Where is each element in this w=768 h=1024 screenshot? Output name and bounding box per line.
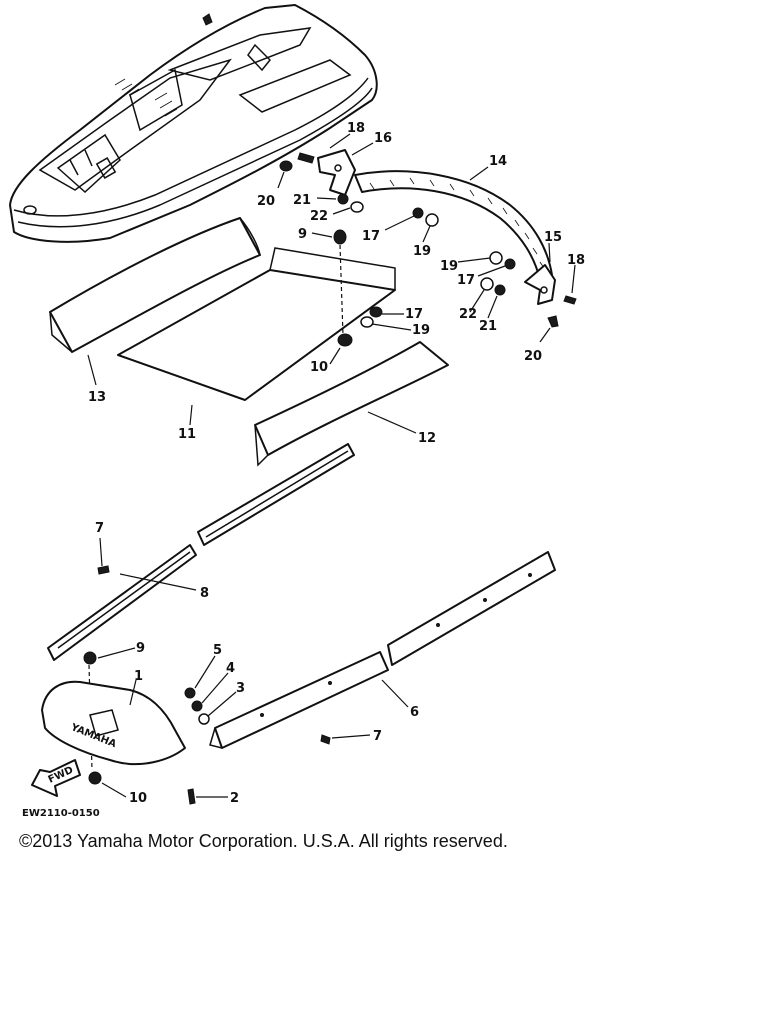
callout-20: 20 xyxy=(524,349,542,364)
callout-7: 7 xyxy=(95,521,104,536)
callout-1: 1 xyxy=(134,669,143,684)
callout-4: 4 xyxy=(226,661,235,676)
callout-8: 8 xyxy=(200,586,209,601)
callout-7: 7 xyxy=(373,729,382,744)
callout-10: 10 xyxy=(310,360,328,375)
callout-6: 6 xyxy=(410,705,419,720)
fastener-hardware xyxy=(279,152,577,347)
callout-17: 17 xyxy=(457,273,475,288)
callout-17: 17 xyxy=(362,229,380,244)
callout-15: 15 xyxy=(544,230,562,245)
callout-22: 22 xyxy=(459,307,477,322)
callout-2: 2 xyxy=(230,791,239,806)
callout-21: 21 xyxy=(479,319,497,334)
callout-13: 13 xyxy=(88,390,106,405)
callout-16: 16 xyxy=(374,131,392,146)
callout-21: 21 xyxy=(293,193,311,208)
callout-22: 22 xyxy=(310,209,328,224)
callout-9: 9 xyxy=(136,641,145,656)
drawing-code: EW2110-0150 xyxy=(22,808,100,819)
callout-10: 10 xyxy=(129,791,147,806)
callout-19: 19 xyxy=(440,259,458,274)
rub-rail-8 xyxy=(47,443,355,661)
deck-mat-11 xyxy=(117,247,396,401)
callout-12: 12 xyxy=(418,431,436,446)
callout-18: 18 xyxy=(347,121,365,136)
rub-rail-6 xyxy=(209,551,556,749)
leader-lines xyxy=(87,133,576,798)
parts-diagram: YAMAHA FWD xyxy=(9,4,585,819)
bracket-16 xyxy=(317,149,356,196)
callout-19: 19 xyxy=(412,323,430,338)
bumper-1: YAMAHA xyxy=(41,680,186,766)
fwd-arrow: FWD xyxy=(31,759,81,797)
callout-18: 18 xyxy=(567,253,585,268)
callout-11: 11 xyxy=(178,427,196,442)
callout-5: 5 xyxy=(213,643,222,658)
callout-3: 3 xyxy=(236,681,245,696)
callout-17: 17 xyxy=(405,307,423,322)
callout-20: 20 xyxy=(257,194,275,209)
watercraft-illustration xyxy=(9,4,378,243)
side-panel-12 xyxy=(254,341,449,467)
callout-9: 9 xyxy=(298,227,307,242)
copyright-notice: ©2013 Yamaha Motor Corporation. U.S.A. A… xyxy=(19,831,508,851)
bracket-15 xyxy=(524,264,556,305)
lower-fasteners xyxy=(83,565,331,805)
callout-labels: 18 16 14 20 21 22 17 19 9 19 17 15 18 22… xyxy=(88,121,585,806)
callout-19: 19 xyxy=(413,244,431,259)
side-panel-13 xyxy=(49,217,261,353)
callout-14: 14 xyxy=(489,154,507,169)
